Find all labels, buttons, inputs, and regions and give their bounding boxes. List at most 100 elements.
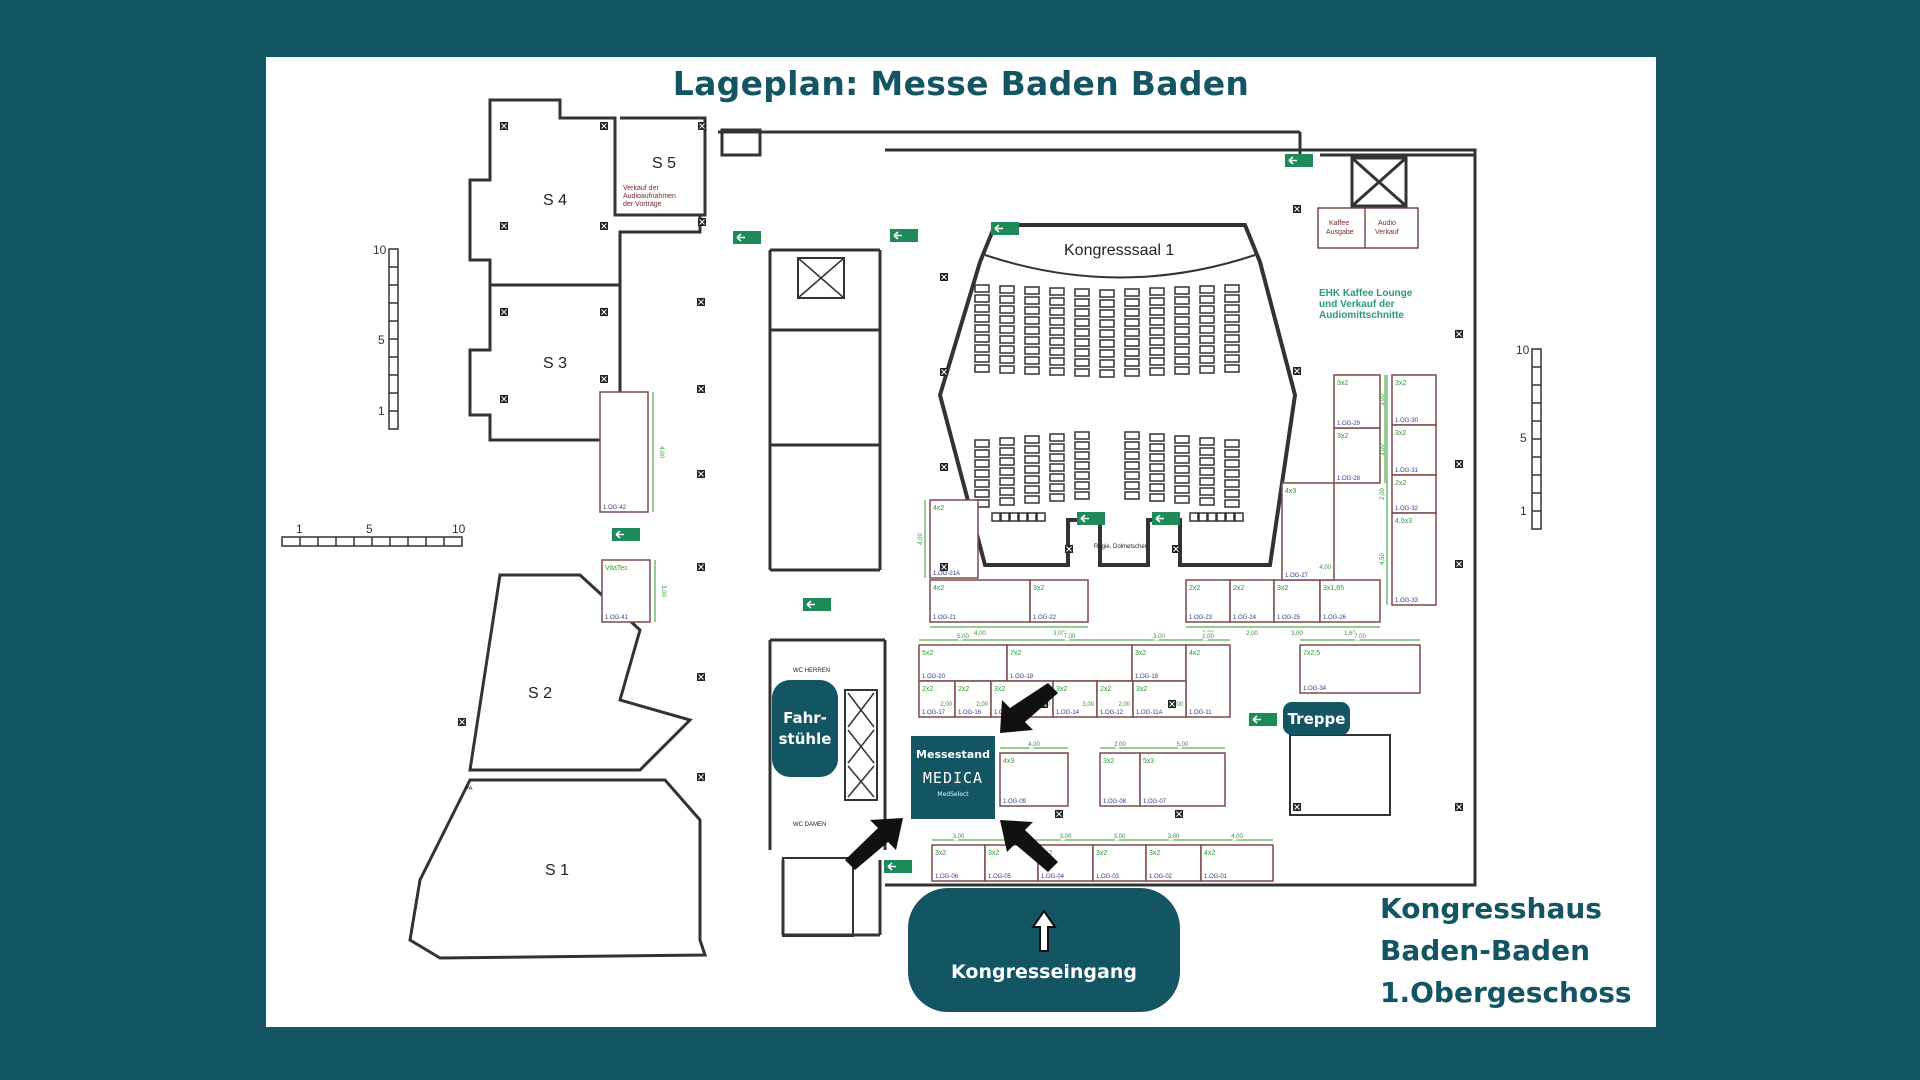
pa-label: PA <box>465 786 473 792</box>
elevators-badge[interactable]: Fahr- stühle <box>772 680 838 777</box>
wc-herren-label: WC HERREN <box>793 668 830 674</box>
seat <box>1049 357 1065 366</box>
seat <box>999 305 1015 314</box>
booth-outline <box>1096 680 1134 718</box>
room-label-s1: S 1 <box>545 862 569 879</box>
exit-sign-icon <box>803 598 831 611</box>
booth-dimension: 3,00 <box>1168 834 1180 840</box>
seat <box>1174 445 1190 454</box>
booth[interactable]: 1.OG-424,00 <box>599 391 664 513</box>
seat <box>1199 335 1215 344</box>
seat <box>1225 512 1235 522</box>
scale-tick-label: 10 <box>373 243 387 257</box>
scale-tick-label: 5 <box>366 522 373 536</box>
booth-dimension: 3,00 <box>1153 634 1165 640</box>
booth-id: 1.OG-05 <box>988 874 1012 880</box>
seat <box>1074 368 1090 377</box>
seat <box>1099 309 1115 318</box>
seat <box>1224 459 1240 468</box>
seat <box>1074 318 1090 327</box>
seat <box>1074 461 1090 470</box>
stairs-badge[interactable]: Treppe <box>1283 702 1350 735</box>
seat <box>974 489 990 498</box>
pillar-icon <box>1055 810 1063 818</box>
seat <box>1036 512 1046 522</box>
seat <box>974 439 990 448</box>
seat <box>974 469 990 478</box>
seat <box>1124 298 1140 307</box>
elevator-upper-icon <box>797 257 845 299</box>
seat <box>1149 287 1165 296</box>
seat <box>1149 317 1165 326</box>
pillar-icon <box>1168 700 1176 708</box>
pillar-icon <box>600 375 608 383</box>
seat <box>1124 328 1140 337</box>
room-s2-outline <box>468 573 693 772</box>
booth-outline <box>1200 844 1274 882</box>
booth-size: 2x2 <box>1189 585 1200 592</box>
booth-id: 1.OG-14 <box>1056 710 1080 716</box>
pillar-icon <box>500 222 508 230</box>
exit-sign-icon <box>1077 512 1105 525</box>
seat <box>974 459 990 468</box>
seat <box>1174 286 1190 295</box>
scale-tick-label: 1 <box>1520 504 1527 518</box>
booth[interactable]: 7x2,51.OG-347,00 <box>1299 633 1421 694</box>
audio-label: Audio <box>1378 220 1396 227</box>
booth-outline <box>1319 579 1381 623</box>
booth-outline <box>1333 427 1381 484</box>
medica-booth-badge[interactable]: Messestand MEDICA MedSelect <box>911 736 995 819</box>
seat <box>999 477 1015 486</box>
booth-size: 4x3 <box>1003 758 1014 765</box>
seat <box>1099 369 1115 378</box>
room-label-kongresssaal: Kongresssaal 1 <box>1064 242 1174 259</box>
booth-dimension: 3,00 <box>1053 631 1065 637</box>
seat <box>999 325 1015 334</box>
booth[interactable]: 3x1,651.OG-261,65 <box>1319 579 1381 639</box>
exit-sign-icon <box>1152 512 1180 525</box>
booth-dimension: 4,00 <box>658 446 664 458</box>
seat <box>1049 327 1065 336</box>
seat <box>1124 288 1140 297</box>
booth-size: 2x2 <box>922 686 933 693</box>
pillar-icon <box>940 368 948 376</box>
booth-dimension: 4,00 <box>1231 834 1243 840</box>
seat <box>1199 285 1215 294</box>
seat <box>1124 491 1140 500</box>
seat <box>974 324 990 333</box>
seat <box>1174 296 1190 305</box>
seat <box>1216 512 1226 522</box>
booth-outline <box>1006 644 1133 682</box>
booth-size: 3x2 <box>1056 686 1067 693</box>
entrance-badge[interactable]: Kongresseingang <box>908 888 1180 1012</box>
